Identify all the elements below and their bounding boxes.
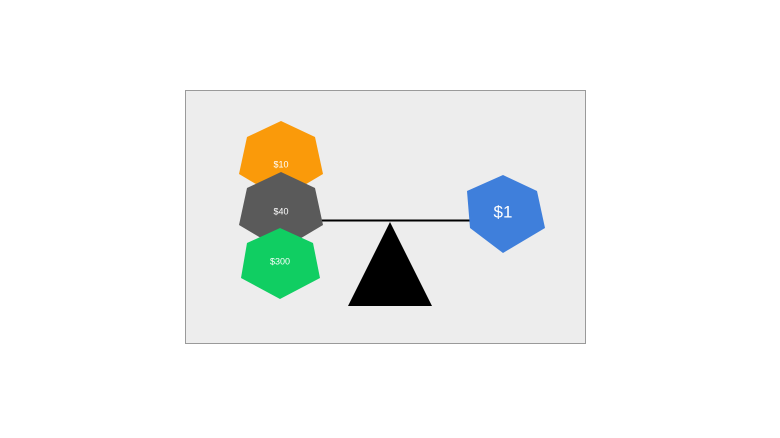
coin-1-heptagon <box>467 175 545 253</box>
coin-10[interactable]: $10 <box>239 121 323 199</box>
coin-10-label: $10 <box>273 159 288 169</box>
fulcrum-triangle <box>348 222 432 306</box>
coin-40-heptagon <box>239 172 323 250</box>
coin-10-heptagon <box>239 121 323 199</box>
coin-300-label: $300 <box>270 256 290 266</box>
coin-40[interactable]: $40 <box>239 172 323 250</box>
coin-300[interactable]: $300 <box>241 228 320 299</box>
coin-1[interactable]: $1 <box>467 175 545 253</box>
coin-1-label: $1 <box>494 202 513 221</box>
coin-300-heptagon <box>241 228 320 299</box>
coin-40-label: $40 <box>273 206 288 216</box>
